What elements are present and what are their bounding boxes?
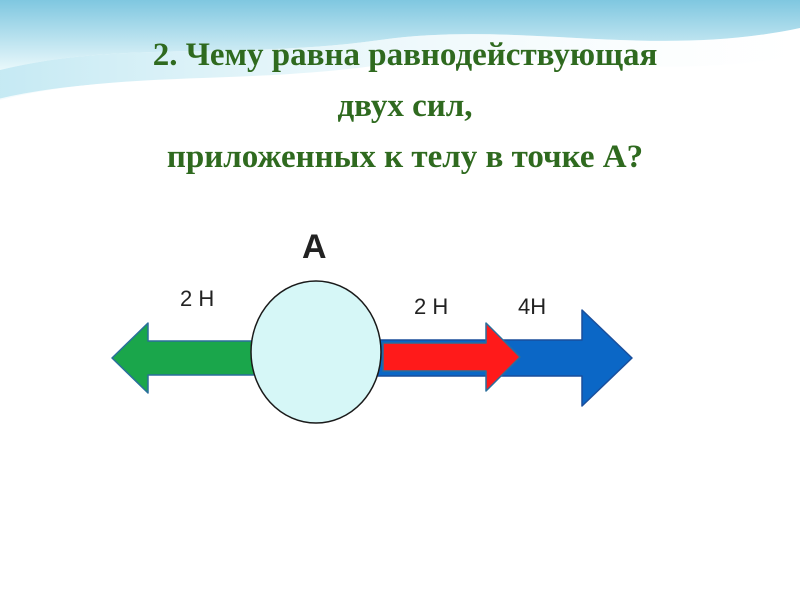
force-label-blue: 4Н bbox=[518, 294, 546, 319]
force-label-left: 2 Н bbox=[180, 286, 214, 311]
force-label-red: 2 Н bbox=[414, 294, 448, 319]
title-line-2: двух сил, bbox=[337, 88, 473, 124]
force-arrow-2n-right bbox=[382, 322, 521, 392]
body-circle bbox=[250, 280, 382, 424]
slide-title: 2. Чему равна равнодействующая двух сил,… bbox=[60, 30, 750, 183]
background-waves bbox=[0, 0, 800, 102]
title-line-1: 2. Чему равна равнодействующая bbox=[152, 37, 658, 73]
title-line-3: приложенных к телу в точке А? bbox=[166, 139, 644, 175]
force-arrow-2n-left bbox=[111, 322, 259, 394]
point-a-label: А bbox=[302, 228, 327, 266]
